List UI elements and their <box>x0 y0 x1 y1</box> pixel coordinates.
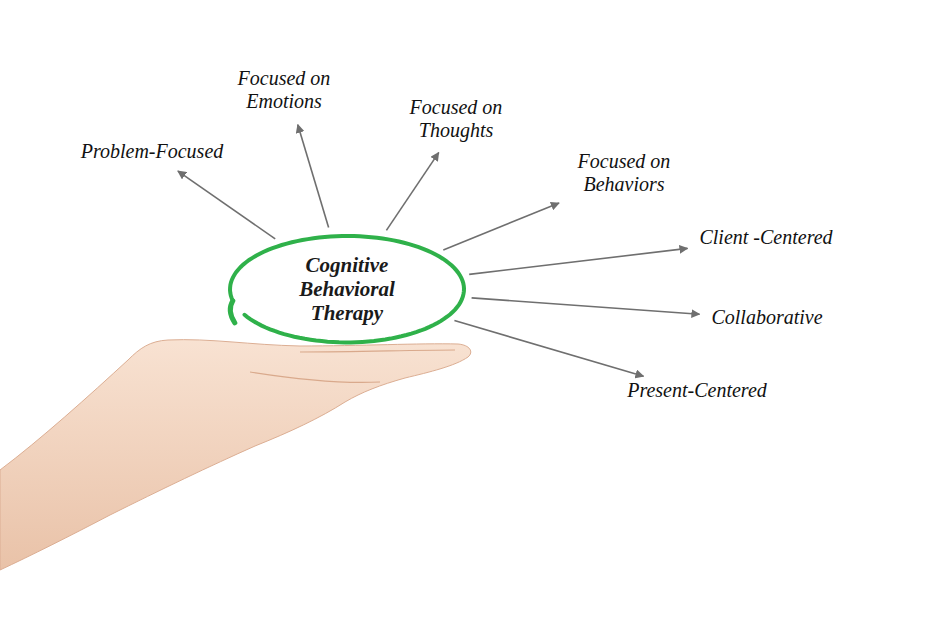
arrow-connector <box>443 203 559 250</box>
arrow-connector <box>454 321 643 377</box>
topic-label: Client -Centered <box>695 226 836 253</box>
topic-text: Problem-Focused <box>77 140 228 163</box>
topic-label: Present-Centered <box>623 379 771 406</box>
hand-finger-crease <box>250 350 455 383</box>
topic-label: Focused on Behaviors <box>562 150 695 200</box>
topic-label: Problem-Focused <box>77 140 228 167</box>
topic-label: Focused on Emotions <box>222 67 355 117</box>
topic-text: Present-Centered <box>623 379 771 402</box>
topic-label: Collaborative <box>707 306 826 333</box>
hand-palm <box>0 340 471 570</box>
arrow-connector <box>298 125 329 228</box>
topic-label: Focused on Thoughts <box>394 96 527 146</box>
central-ellipse: Cognitive Behavioral Therapy <box>227 233 467 345</box>
topic-text: Collaborative <box>707 306 826 329</box>
arrow-connector <box>178 171 275 239</box>
topic-text: Focused on Emotions <box>222 67 347 113</box>
arrow-connector <box>472 298 700 314</box>
ellipse-swirl <box>230 301 235 323</box>
ellipse-stroke <box>230 236 464 342</box>
central-title: Cognitive Behavioral Therapy <box>277 253 417 325</box>
topic-text: Focused on Behaviors <box>562 150 687 196</box>
arrow-connector <box>386 153 438 231</box>
arrow-connector <box>469 248 687 274</box>
topic-text: Client -Centered <box>695 226 836 249</box>
topic-text: Focused on Thoughts <box>394 96 519 142</box>
